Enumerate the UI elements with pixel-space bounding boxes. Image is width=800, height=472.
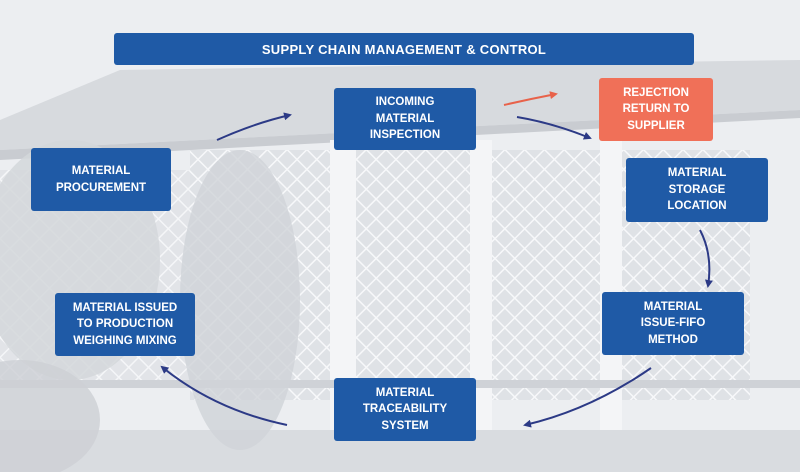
node-material-issue-fifo-method: MATERIAL ISSUE-FIFO METHOD (602, 292, 744, 355)
node-line: STORAGE (668, 183, 726, 196)
node-line: MATERIAL (375, 112, 435, 125)
node-line: TRACEABILITY (362, 403, 448, 416)
node-material-issued-to-production: MATERIAL ISSUED TO PRODUCTION WEIGHING M… (55, 293, 195, 356)
arrow-procurement-to-incoming (216, 112, 292, 141)
arrow-incoming-to-rejection (503, 91, 558, 106)
node-line: RETURN TO (622, 103, 690, 116)
node-line: PROCUREMENT (55, 181, 147, 194)
node-line: WEIGHING MIXING (73, 334, 177, 347)
node-line: MATERIAL (375, 386, 435, 399)
node-line: MATERIAL (643, 300, 703, 313)
node-line: MATERIAL (667, 167, 727, 180)
node-rejection-return-to-supplier: REJECTION RETURN TO SUPPLIER (599, 78, 713, 141)
arrow-traceability-to-issued-production (160, 365, 288, 426)
node-line: MATERIAL ISSUED (72, 301, 178, 314)
node-line: INSPECTION (369, 129, 441, 142)
node-line: MATERIAL (71, 165, 131, 177)
node-material-procurement: MATERIAL PROCUREMENT (31, 148, 171, 211)
node-line: LOCATION (667, 200, 727, 213)
node-line: METHOD (648, 333, 698, 346)
node-material-storage-location: MATERIAL STORAGE LOCATION (626, 158, 768, 222)
node-incoming-material-inspection: INCOMING MATERIAL INSPECTION (334, 88, 476, 150)
arrow-storage-to-issue-fifo (699, 229, 713, 288)
node-material-traceability-system: MATERIAL TRACEABILITY SYSTEM (334, 378, 476, 441)
node-line: REJECTION (623, 86, 689, 99)
node-line: TO PRODUCTION (76, 318, 174, 331)
arrow-incoming-to-storage (516, 116, 592, 140)
node-line: INCOMING (375, 96, 435, 109)
node-line: SUPPLIER (627, 119, 685, 132)
page-title: SUPPLY CHAIN MANAGEMENT & CONTROL (114, 33, 694, 65)
node-line: ISSUE-FIFO (640, 317, 706, 330)
node-line: SYSTEM (381, 419, 429, 432)
arrow-issue-fifo-to-traceability (523, 367, 652, 428)
